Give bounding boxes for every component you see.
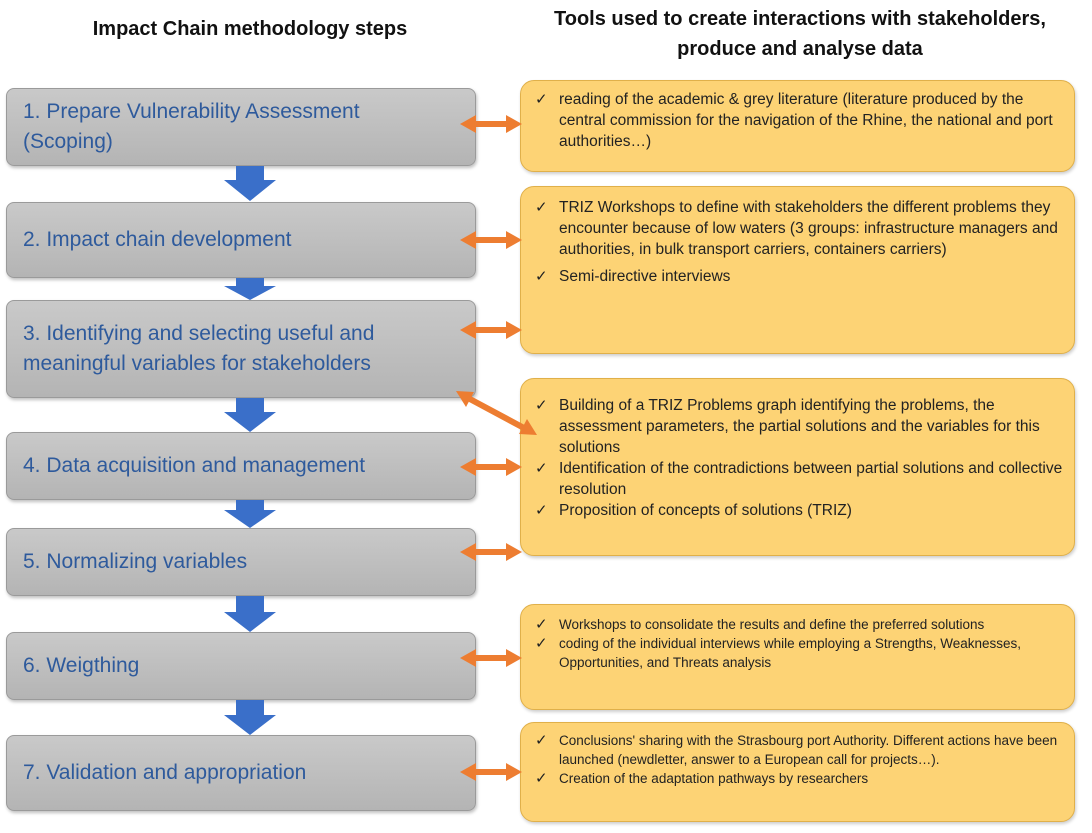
step-label-5: 5. Normalizing variables	[23, 550, 248, 573]
step-box-5: 5. Normalizing variables	[6, 528, 476, 596]
down-arrow-3-4	[224, 398, 276, 432]
tool-box-3: ✓ Building of a TRIZ Problems graph iden…	[520, 378, 1075, 556]
tool-item-text: coding of the individual interviews whil…	[559, 636, 1021, 670]
tool-item: ✓ Conclusions' sharing with the Strasbou…	[535, 731, 1064, 769]
step-label-7: 7. Validation and appropriation	[23, 761, 307, 784]
step-box-2: 2. Impact chain development	[6, 202, 476, 278]
down-arrow-4-5	[224, 500, 276, 528]
tools-column-title: Tools used to create interactions with s…	[554, 8, 1046, 60]
down-arrow-5-6	[224, 596, 276, 632]
tool-item: ✓ Identification of the contradictions b…	[535, 458, 1064, 500]
tool-box-5: ✓ Conclusions' sharing with the Strasbou…	[520, 722, 1075, 822]
step-label-1: 1. Prepare Vulnerability Assessment (Sco…	[23, 100, 360, 153]
tool-item: ✓ Semi-directive interviews	[535, 266, 1064, 287]
tool-box-1: ✓ reading of the academic & grey literat…	[520, 80, 1075, 172]
tool-box-4: ✓ Workshops to consolidate the results a…	[520, 604, 1075, 710]
check-icon: ✓	[535, 267, 548, 285]
check-icon: ✓	[535, 90, 548, 108]
step-box-4: 4. Data acquisition and management	[6, 432, 476, 500]
tool-item: ✓ Proposition of concepts of solutions (…	[535, 500, 1064, 521]
step-box-7: 7. Validation and appropriation	[6, 735, 476, 811]
step-box-1: 1. Prepare Vulnerability Assessment (Sco…	[6, 88, 476, 166]
tool-item: ✓ Building of a TRIZ Problems graph iden…	[535, 395, 1064, 458]
tool-item-text: Creation of the adaptation pathways by r…	[559, 771, 869, 786]
check-icon: ✓	[535, 396, 548, 414]
down-arrow-6-7	[224, 700, 276, 735]
step-label-6: 6. Weigthing	[23, 654, 140, 677]
steps-column-title: Impact Chain methodology steps	[92, 18, 408, 40]
tool-item-text: Conclusions' sharing with the Strasbourg…	[559, 733, 1058, 767]
tool-item-text: Proposition of concepts of solutions (TR…	[559, 502, 852, 519]
check-icon: ✓	[535, 769, 548, 787]
check-icon: ✓	[535, 615, 548, 633]
tool-item-text: Workshops to consolidate the results and…	[559, 617, 985, 632]
check-icon: ✓	[535, 634, 548, 652]
down-arrow-1-2	[224, 166, 276, 201]
check-icon: ✓	[535, 501, 548, 519]
check-icon: ✓	[535, 198, 548, 216]
tool-item-text: TRIZ Workshops to define with stakeholde…	[559, 199, 1058, 258]
tool-item-text: Building of a TRIZ Problems graph identi…	[559, 397, 1040, 456]
tool-item-text: reading of the academic & grey literatur…	[559, 91, 1053, 150]
tool-item: ✓ coding of the individual interviews wh…	[535, 634, 1064, 672]
tool-item: ✓ reading of the academic & grey literat…	[535, 89, 1064, 152]
tool-item-text: Semi-directive interviews	[559, 268, 731, 285]
step-label-2: 2. Impact chain development	[23, 228, 292, 251]
check-icon: ✓	[535, 459, 548, 477]
tool-item: ✓ TRIZ Workshops to define with stakehol…	[535, 197, 1064, 260]
tool-item-text: Identification of the contradictions bet…	[559, 460, 1063, 498]
step-label-3: 3. Identifying and selecting useful and …	[23, 322, 375, 375]
step-box-6: 6. Weigthing	[6, 632, 476, 700]
down-arrow-2-3	[224, 278, 276, 300]
step-box-3: 3. Identifying and selecting useful and …	[6, 300, 476, 398]
step-label-4: 4. Data acquisition and management	[23, 454, 366, 477]
tool-item: ✓ Creation of the adaptation pathways by…	[535, 769, 1064, 788]
tool-item: ✓ Workshops to consolidate the results a…	[535, 615, 1064, 634]
check-icon: ✓	[535, 731, 548, 749]
tool-box-2: ✓ TRIZ Workshops to define with stakehol…	[520, 186, 1075, 354]
